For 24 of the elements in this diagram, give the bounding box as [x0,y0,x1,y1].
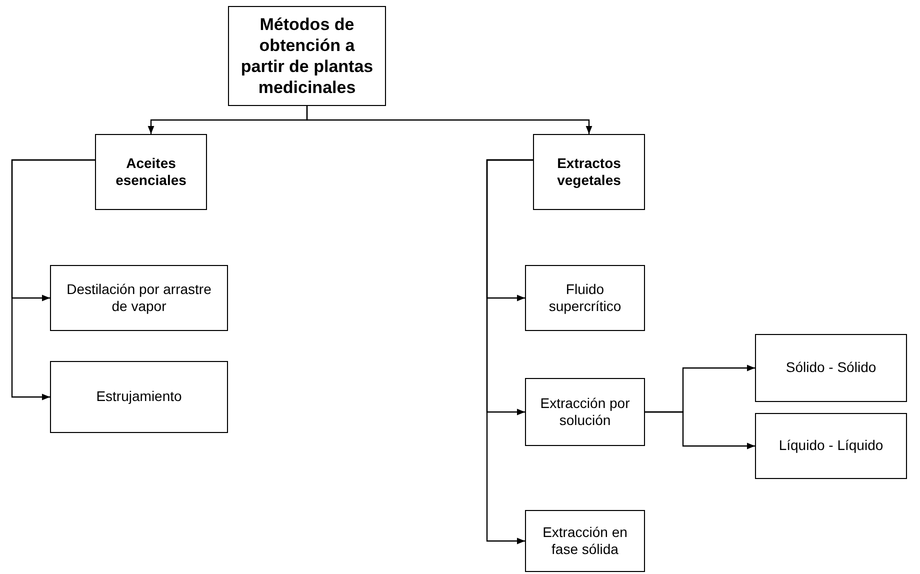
process-box [228,6,386,106]
box-label: Métodos de obtención a partir de plantas medicinales [240,14,374,98]
connector-arrow [11,159,95,400]
box-label: Destilación por arrastre de vapor [66,280,212,316]
process-box [50,265,228,331]
process-box [525,378,645,446]
process-box [525,265,645,331]
box-label: Aceites esenciales [114,154,188,190]
box-label: Líquido - Líquido [778,437,884,455]
process-box [755,413,907,479]
box-label: Extractos vegetales [556,154,622,190]
process-box [50,361,228,433]
box-label: Extracción en fase sólida [542,524,628,558]
box-label: Estrujamiento [96,388,182,406]
box-label: Fluido supercrítico [548,280,622,316]
process-box [533,134,645,210]
connector-arrow [306,106,592,134]
box-label: Extracción por solución [539,394,631,430]
process-box [525,510,645,572]
connector-arrow [486,159,533,544]
process-box [95,134,207,210]
connector-arrow [645,411,755,450]
box-label: Sólido - Sólido [786,359,876,377]
process-box [755,334,907,402]
